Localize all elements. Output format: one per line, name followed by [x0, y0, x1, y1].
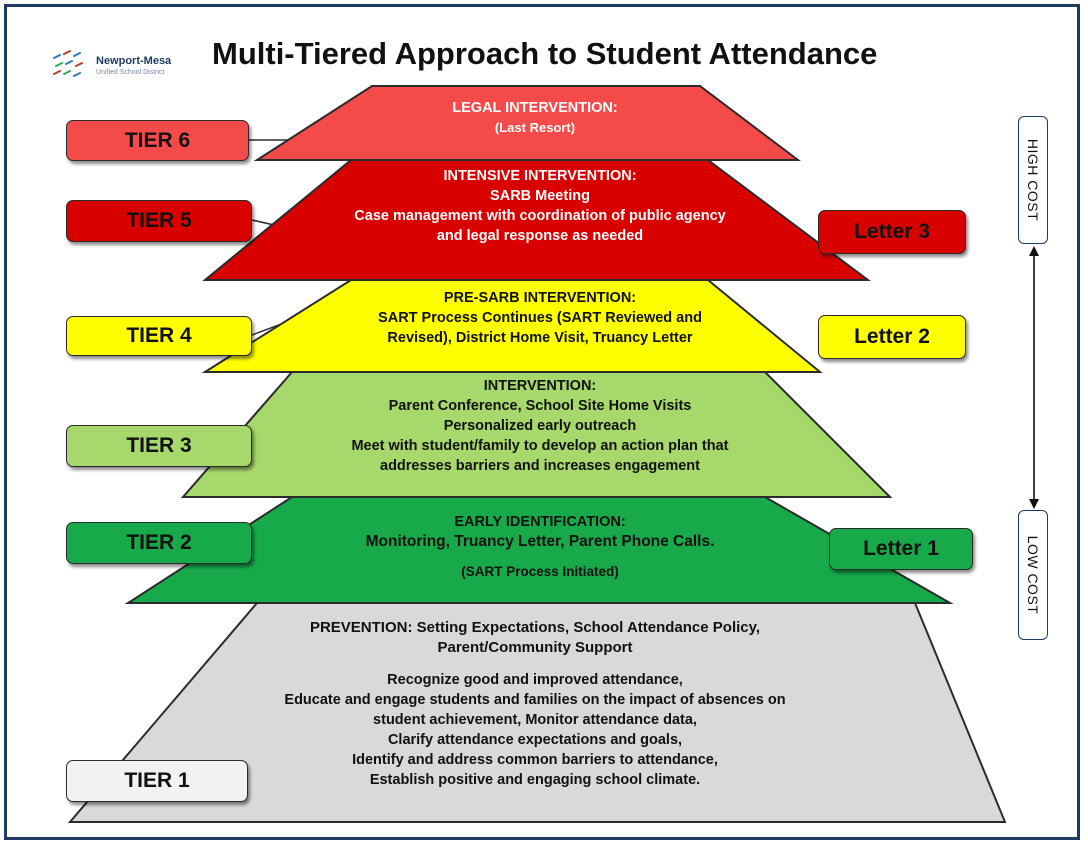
logo-mark-icon	[53, 50, 83, 77]
tier1-line: Recognize good and improved attendance,	[387, 672, 683, 688]
tier6-tag: TIER 6	[66, 120, 249, 161]
tier1-tag: TIER 1	[66, 760, 248, 802]
tier2-text: EARLY IDENTIFICATION: Monitoring, Truanc…	[250, 512, 830, 582]
letter1-tag: Letter 1	[829, 528, 973, 570]
cost-arrow-down-icon	[1029, 499, 1039, 509]
tier4-tag: TIER 4	[66, 316, 252, 356]
tier1-line: student achievement, Monitor attendance …	[373, 712, 697, 728]
cost-arrow-up-icon	[1029, 246, 1039, 256]
tier2-line: Monitoring, Truancy Letter, Parent Phone…	[365, 533, 715, 550]
district-logo: Newport-Mesa Unified School District	[50, 46, 190, 86]
tier3-line: addresses barriers and increases engagem…	[380, 458, 700, 474]
tier5-line: SARB Meeting	[490, 188, 590, 204]
tier5-line: and legal response as needed	[436, 228, 644, 244]
tier3-text: INTERVENTION: Parent Conference, School …	[210, 376, 870, 476]
tier1-line: Establish positive and engaging school c…	[369, 772, 701, 788]
tier4-text: PRE-SARB INTERVENTION: SART Process Cont…	[230, 288, 850, 348]
tier1-heading: PREVENTION: Setting Expectations, School…	[309, 619, 761, 636]
tier3-line: Parent Conference, School Site Home Visi…	[388, 398, 692, 414]
tier5-text: INTENSIVE INTERVENTION: SARB Meeting Cas…	[230, 166, 850, 246]
tier6-band	[253, 85, 801, 161]
tier4-line: SART Process Continues (SART Reviewed an…	[378, 310, 702, 326]
low-cost-box: LOW COST	[1018, 510, 1048, 640]
tier2-line: (SART Process Initiated)	[461, 564, 619, 579]
tier5-line: Case management with coordination of pub…	[354, 208, 726, 224]
tier2-tag: TIER 2	[66, 522, 252, 564]
low-cost-label: LOW COST	[1025, 535, 1041, 615]
tier1-line: Clarify attendance expectations and goal…	[387, 732, 683, 748]
tier4-heading: PRE-SARB INTERVENTION:	[443, 290, 637, 306]
tier1-heading: Parent/Community Support	[437, 639, 633, 656]
tier5-heading: INTENSIVE INTERVENTION:	[443, 168, 637, 184]
tier1-line: Identify and address common barriers to …	[352, 752, 718, 768]
logo-subtitle: Unified School District	[96, 69, 165, 76]
high-cost-label: HIGH COST	[1025, 138, 1041, 222]
tier4-line: Revised), District Home Visit, Truancy L…	[387, 330, 693, 346]
tier6-line: (Last Resort)	[494, 120, 576, 135]
diagram-title: Multi-Tiered Approach to Student Attenda…	[212, 36, 878, 71]
high-cost-box: HIGH COST	[1018, 116, 1048, 244]
tier3-tag: TIER 3	[66, 425, 252, 467]
tier6-text: LEGAL INTERVENTION: (Last Resort)	[300, 98, 770, 138]
tier3-heading: INTERVENTION:	[483, 378, 597, 394]
tier5-tag: TIER 5	[66, 200, 252, 242]
logo-name: Newport-Mesa	[96, 55, 172, 67]
tier1-line: Educate and engage students and families…	[284, 692, 786, 708]
letter3-tag: Letter 3	[818, 210, 966, 254]
tier3-line: Personalized early outreach	[443, 418, 637, 434]
tier1-text: PREVENTION: Setting Expectations, School…	[200, 618, 870, 790]
tier2-heading: EARLY IDENTIFICATION:	[454, 514, 626, 530]
tier6-heading: LEGAL INTERVENTION:	[452, 100, 618, 116]
letter2-tag: Letter 2	[818, 315, 966, 359]
tier3-line: Meet with student/family to develop an a…	[351, 438, 729, 454]
